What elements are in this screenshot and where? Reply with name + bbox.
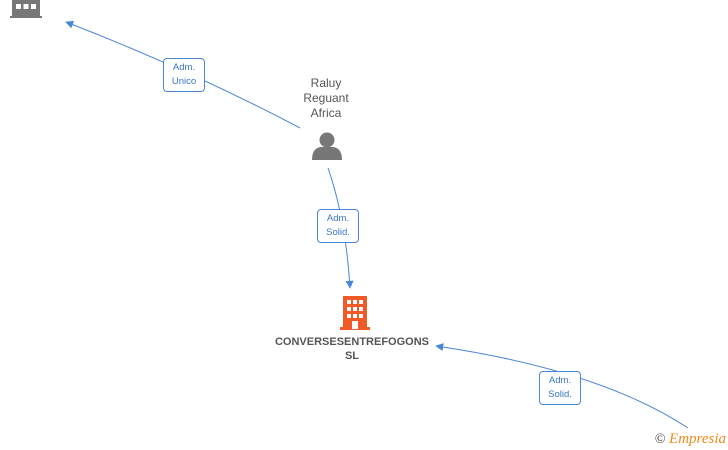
edge-label-line: Adm. bbox=[326, 213, 350, 224]
person-name[interactable]: Raluy Reguant Africa bbox=[286, 76, 366, 121]
edge-label-line: Unico bbox=[171, 76, 197, 87]
edge-label-line: Solid. bbox=[326, 227, 350, 238]
edge-label-line: Adm. bbox=[172, 62, 196, 73]
edge-label-adm-solid[interactable]: Adm. Solid. bbox=[317, 209, 359, 243]
building-icon[interactable] bbox=[340, 296, 370, 330]
person-name-line: Africa bbox=[310, 106, 342, 120]
watermark: © Empresia bbox=[655, 431, 726, 448]
person-name-line: Raluy bbox=[310, 76, 342, 90]
brand-logo: Empresia bbox=[669, 431, 726, 447]
edge-label-line: Adm. bbox=[548, 375, 572, 386]
copyright-symbol: © bbox=[654, 432, 666, 447]
edge-label-adm-unico[interactable]: Adm. Unico bbox=[163, 58, 205, 92]
edge-label-line: Solid. bbox=[548, 389, 572, 400]
company-name-line: SL bbox=[344, 350, 360, 362]
edge-label-adm-solid[interactable]: Adm. Solid. bbox=[539, 371, 581, 405]
person-icon[interactable] bbox=[312, 132, 342, 161]
building-icon[interactable] bbox=[10, 0, 42, 18]
person-name-line: Reguant bbox=[303, 91, 349, 105]
company-name[interactable]: CONVERSESENTREFOGONS SL bbox=[252, 335, 452, 363]
company-name-line: CONVERSESENTREFOGONS bbox=[274, 336, 430, 348]
